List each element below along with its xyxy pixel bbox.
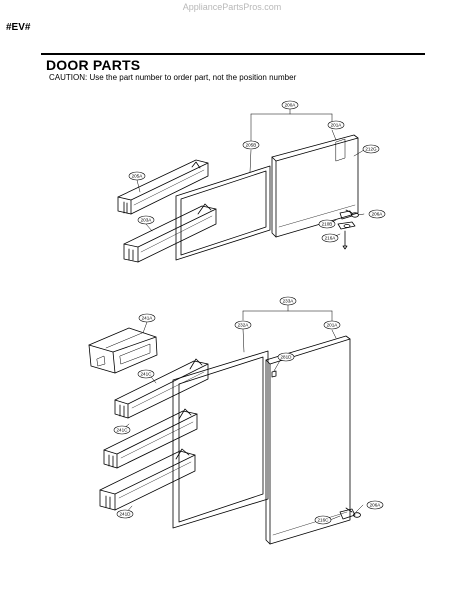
upper-leader-lines (136, 108, 365, 239)
callout-216c: 216C (318, 518, 330, 523)
callout-241c-b-bubble (113, 425, 131, 435)
callout-205b: 205B (246, 143, 257, 148)
callout-203a: 203A (141, 218, 153, 223)
caution-note: CAUTION: Use the part number to order pa… (49, 73, 297, 82)
callout-241c-b: 241C (117, 428, 129, 433)
callout-201a-bot-bubble (323, 320, 341, 330)
callout-bubbles (113, 100, 386, 525)
callout-281d: 281D (281, 355, 293, 360)
callout-200a-bubble (281, 100, 299, 110)
callout-205a: 205A (132, 174, 144, 179)
callout-241a-bubble (138, 313, 156, 323)
callout-233a-bubble (279, 296, 297, 306)
callout-201a-bot: 201A (327, 323, 339, 328)
upper-door-bin-205a (117, 159, 209, 215)
lower-door-gasket-232a (172, 350, 269, 529)
callout-206a-top: 206A (372, 212, 384, 217)
callout-241c-a-bubble (137, 369, 155, 379)
page-tag: #EV# (6, 22, 31, 33)
callout-212g-bubble (362, 144, 380, 154)
callout-206a-bot: 206A (370, 503, 382, 508)
upper-door-panel-201a (271, 134, 359, 238)
callout-212g: 212G (365, 147, 377, 152)
lower-leader-lines (121, 304, 364, 521)
callout-206a-top-bubble (368, 209, 386, 219)
callout-205b-bubble (242, 140, 260, 150)
callout-216c-bubble (314, 515, 332, 525)
dairy-box-241a (88, 327, 158, 374)
callout-241d: 241D (120, 512, 132, 517)
lower-door-bin-241d (99, 448, 196, 511)
callout-labels: 200A 201A 205B 212G 205A 203A 210B 206A … (117, 103, 384, 523)
upper-hinge-parts (337, 209, 359, 250)
section-title: DOOR PARTS (46, 57, 141, 73)
callout-201a-top-bubble (327, 120, 345, 130)
callout-210b-bubble (318, 219, 336, 229)
callout-203a-bubble (137, 215, 155, 225)
callout-205a-bubble (128, 171, 146, 181)
section-rule (41, 53, 425, 55)
callout-216a-bubble (321, 233, 339, 243)
callout-200a: 200A (285, 103, 297, 108)
lower-door-panel-201a (265, 335, 351, 545)
lower-door-bin-241c-1 (114, 358, 209, 419)
lower-door-bin-241c-2 (103, 408, 198, 469)
callout-210b: 210B (322, 222, 333, 227)
watermark: AppliancePartsPros.com (182, 2, 282, 12)
lower-hinge-parts (271, 370, 361, 520)
callout-241d-bubble (116, 509, 134, 519)
callout-206a-bot-bubble (366, 500, 384, 510)
callout-241c-a: 241C (141, 372, 153, 377)
callout-201a-top: 201A (331, 123, 343, 128)
callout-281d-bubble (277, 352, 295, 362)
callout-232a-bubble (234, 320, 252, 330)
callout-241a: 241A (142, 316, 154, 321)
callout-216a: 216A (325, 236, 337, 241)
upper-door-gasket-205b (175, 165, 271, 261)
callout-232a: 232A (238, 323, 250, 328)
upper-door-bin-203a (123, 203, 217, 263)
callout-233a: 233A (283, 299, 295, 304)
